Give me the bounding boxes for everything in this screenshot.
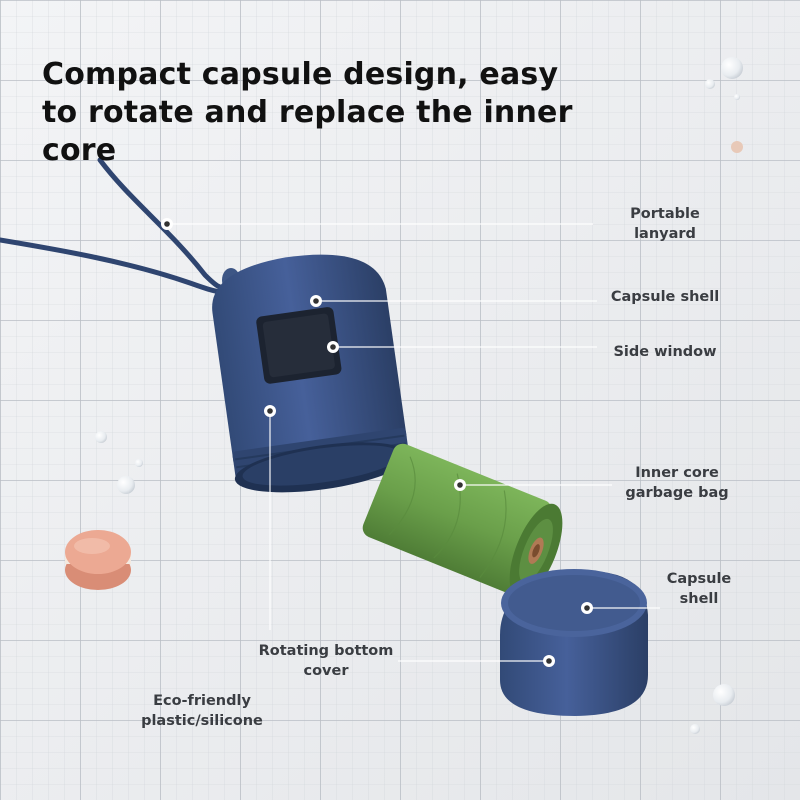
- label-line: lanyard: [634, 226, 696, 242]
- macaron-decoration: [65, 530, 131, 590]
- label-line: Portable: [630, 206, 700, 222]
- label-portable-lanyard: Portable lanyard: [600, 204, 730, 244]
- label-rotating-bottom-cover: Rotating bottom cover: [246, 641, 406, 681]
- callout-dot-cap: [543, 655, 555, 667]
- label-line: Rotating bottom: [258, 643, 394, 659]
- callout-dot-shell-bottom: [581, 602, 593, 614]
- callout-leader-lines: [167, 223, 660, 662]
- label-inner-core: Inner core garbage bag: [612, 463, 742, 503]
- label-line: plastic/silicone: [141, 713, 263, 729]
- label-line: garbage bag: [625, 485, 729, 501]
- label-line: shell: [679, 591, 719, 607]
- label-eco-friendly-material: Eco-friendly plastic/silicone: [122, 691, 282, 731]
- headline: Compact capsule design, easy to rotate a…: [42, 57, 573, 168]
- capsule-shell-top: [212, 254, 410, 493]
- label-line: Eco-friendly: [153, 693, 251, 709]
- callout-dots: [161, 218, 593, 667]
- callout-dot-rotating-cover: [264, 405, 276, 417]
- label-line: cover: [303, 663, 349, 679]
- callout-dot-inner-core: [454, 479, 466, 491]
- label-capsule-shell-top: Capsule shell: [610, 289, 720, 305]
- capsule-cap-bottom: [500, 569, 648, 716]
- callout-dot-side-window: [327, 341, 339, 353]
- decorative-pearls: [95, 57, 743, 734]
- label-capsule-shell-bottom: Capsule shell: [654, 569, 744, 609]
- callout-dot-shell-top: [310, 295, 322, 307]
- label-line: Inner core: [635, 465, 719, 481]
- label-side-window: Side window: [613, 344, 717, 360]
- callout-dot-lanyard: [161, 218, 173, 230]
- label-line: Capsule: [666, 571, 732, 587]
